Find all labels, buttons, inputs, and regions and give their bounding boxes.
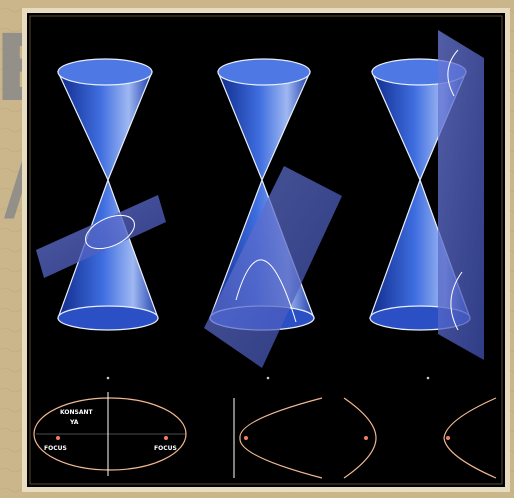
marker-1 <box>107 377 110 380</box>
ellipse-label-2: YA <box>69 419 79 426</box>
cutting-plane-hyperbola <box>438 30 484 360</box>
focus-label-right: FOCUS <box>154 445 177 452</box>
ellipse-label-1: KONSANT <box>60 409 93 416</box>
focus-label-left: FOCUS <box>44 445 67 452</box>
marker-3 <box>427 377 430 380</box>
marker-2 <box>267 377 270 380</box>
